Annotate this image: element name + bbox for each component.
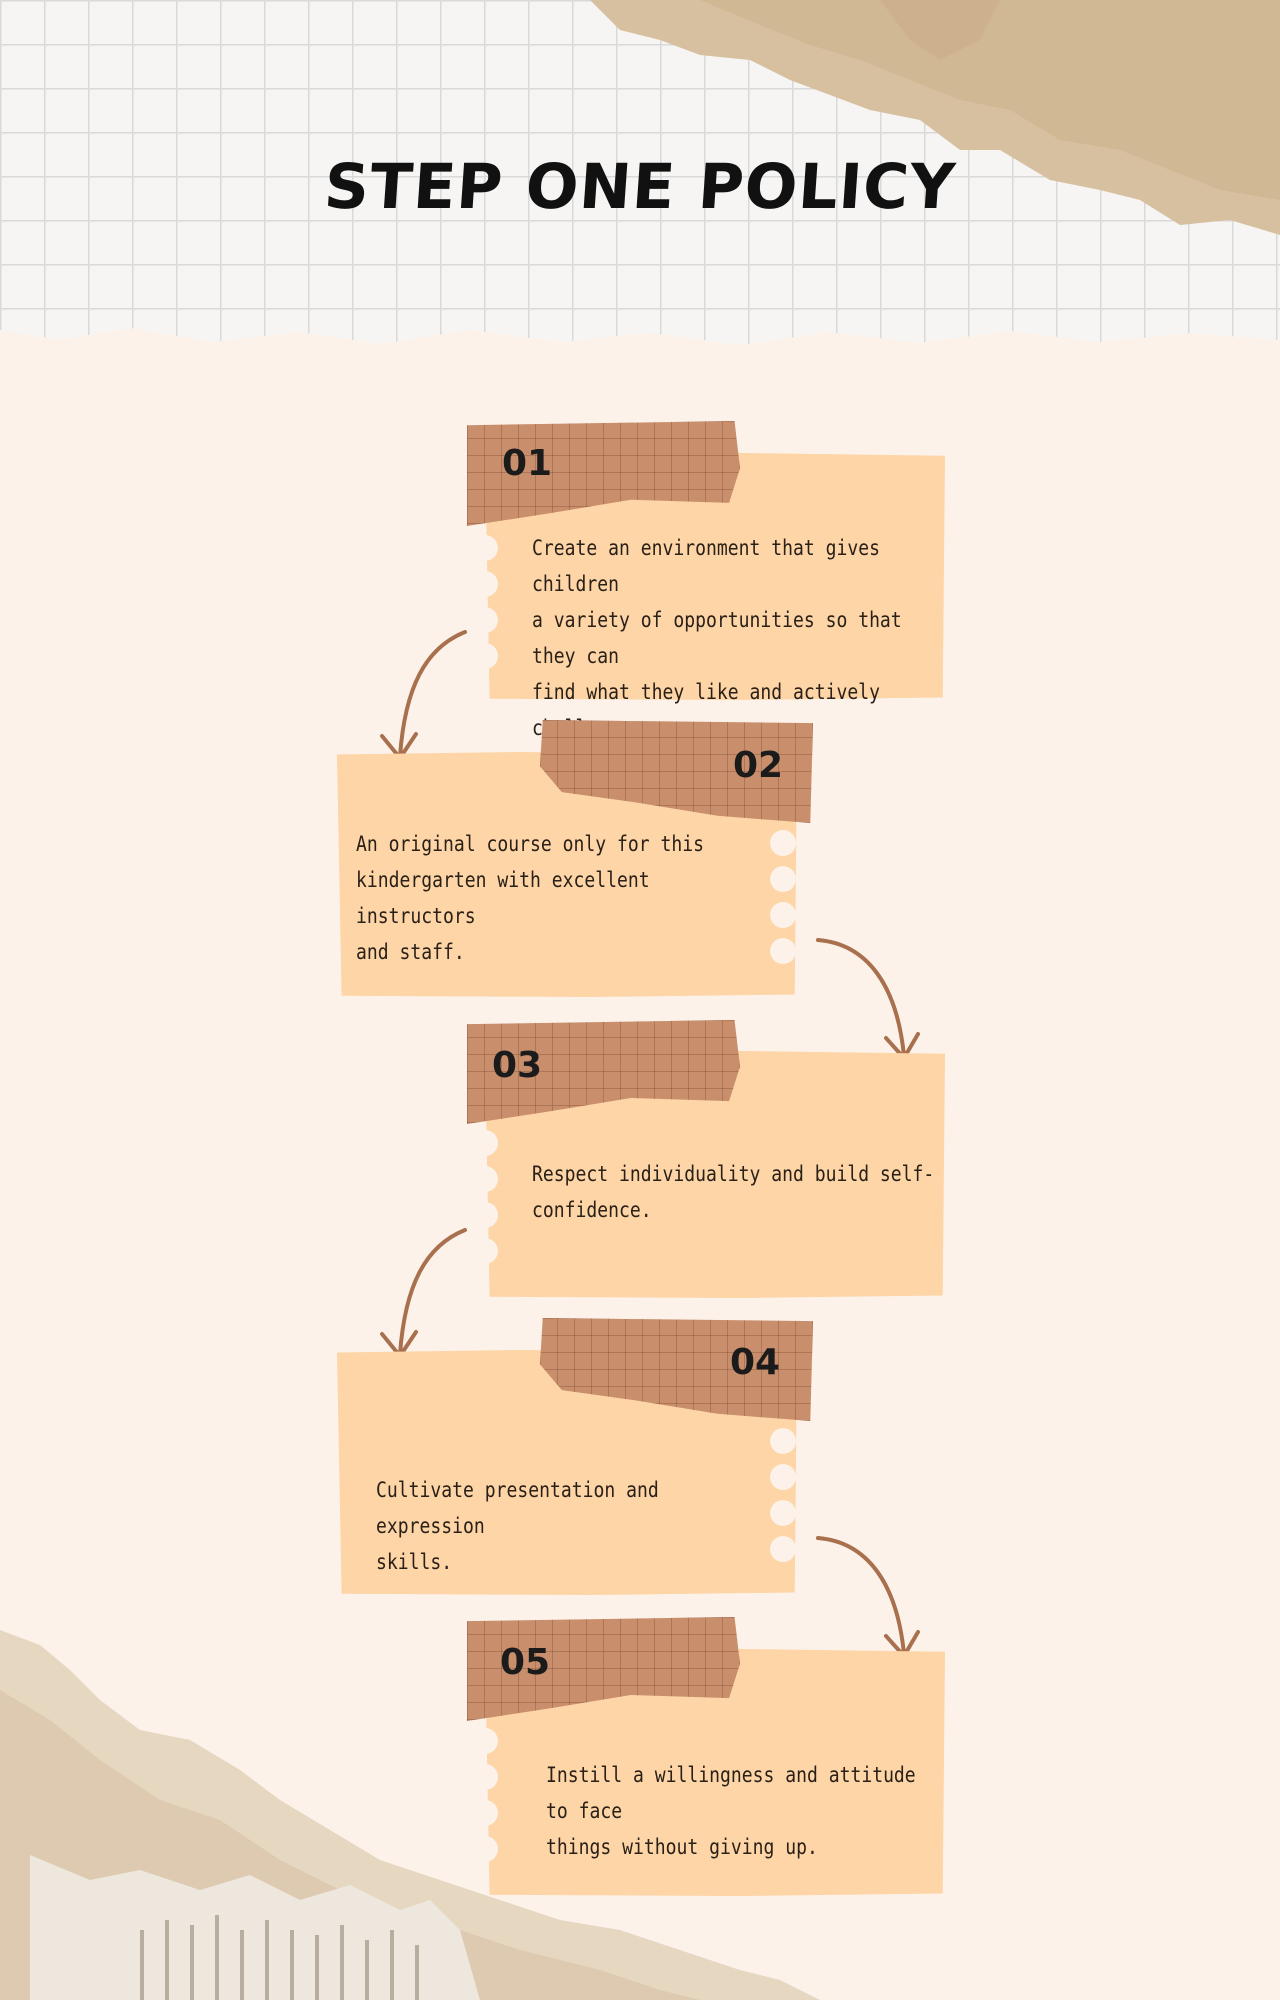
kraft-paper-bottom-left: [0, 1630, 820, 2000]
step-text: Instill a willingness and attitude to fa…: [546, 1757, 942, 1865]
notebook-holes: [770, 830, 804, 975]
step-number: 03: [492, 1045, 543, 1086]
step-text-line: and staff.: [356, 940, 465, 964]
notebook-holes: [472, 535, 506, 675]
kraft-paper-top-right: [590, 0, 1280, 235]
step-text-line: Cultivate presentation and expression: [376, 1478, 659, 1538]
page-title: STEP ONE POLICY: [321, 150, 959, 223]
step-number: 05: [500, 1642, 551, 1683]
curved-arrow-icon: [380, 1228, 467, 1358]
notebook-holes: [472, 1728, 506, 1868]
curved-arrow-icon: [816, 938, 920, 1060]
notebook-holes: [770, 1428, 804, 1573]
step-text-line: Respect individuality and build self-: [532, 1162, 935, 1186]
step-text: Cultivate presentation and expression sk…: [376, 1472, 737, 1580]
curved-arrow-icon: [816, 1536, 920, 1658]
step-text-line: a variety of opportunities so that they …: [532, 608, 902, 668]
step-number-tape: [467, 1020, 740, 1124]
step-number: 01: [502, 443, 553, 484]
step-text-line: kindergarten with excellent instructors: [356, 868, 650, 928]
notebook-holes: [472, 1130, 506, 1270]
step-text-line: confidence.: [532, 1198, 652, 1222]
curved-arrow-icon: [380, 630, 467, 760]
step-text-line: Create an environment that gives childre…: [532, 536, 880, 596]
step-text-line: things without giving up.: [546, 1835, 818, 1859]
step-text-line: Instill a willingness and attitude to fa…: [546, 1763, 916, 1823]
step-text: An original course only for this kinderg…: [356, 826, 734, 970]
torn-grid-edge: [0, 328, 1280, 370]
step-text: Respect individuality and build self- co…: [532, 1156, 936, 1228]
step-text-line: An original course only for this: [356, 832, 704, 856]
step-number: 02: [733, 745, 784, 786]
step-text-line: skills.: [376, 1550, 453, 1574]
step-number: 04: [730, 1342, 781, 1383]
